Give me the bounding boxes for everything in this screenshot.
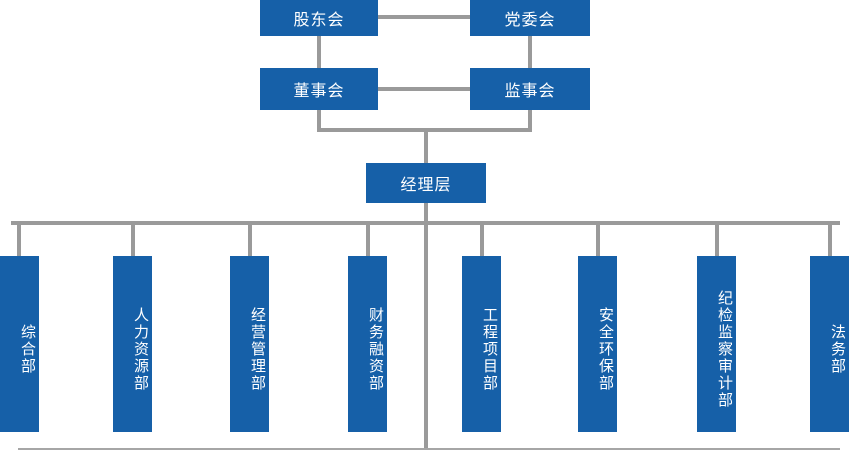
connector-board-drop — [317, 108, 321, 132]
node-party-committee-label: 党委会 — [504, 10, 556, 29]
connector-supervisors-drop — [528, 108, 532, 132]
connector-center-spine — [424, 128, 428, 449]
connector-dept-8 — [828, 221, 832, 257]
connector-dept-7 — [715, 221, 719, 257]
connector-shareholders-party — [378, 15, 470, 19]
dept-box-operations-management[interactable]: 经营管理部 — [230, 256, 269, 432]
connector-dept-4 — [366, 221, 370, 257]
connector-dept-3 — [248, 221, 252, 257]
connector-shareholders-to-board — [317, 34, 321, 70]
node-management[interactable]: 经理层 — [366, 163, 486, 203]
node-shareholders-label: 股东会 — [293, 10, 345, 29]
node-board-of-supervisors-label: 监事会 — [504, 81, 556, 100]
dept-label-general-affairs: 综合部 — [19, 323, 37, 375]
dept-box-discipline-audit[interactable]: 纪检监察审计部 — [697, 256, 736, 432]
dept-label-discipline-audit: 纪检监察审计部 — [716, 289, 734, 409]
dept-label-operations-management: 经营管理部 — [249, 306, 267, 392]
connector-dept-1 — [17, 221, 21, 257]
node-board-of-directors-label: 董事会 — [293, 81, 345, 100]
dept-label-human-resources: 人力资源部 — [132, 306, 150, 392]
connector-dept-6 — [596, 221, 600, 257]
node-management-label: 经理层 — [400, 175, 452, 194]
department-distribution-bar — [11, 221, 840, 225]
node-party-committee[interactable]: 党委会 — [470, 0, 590, 36]
dept-label-legal-affairs: 法务部 — [829, 323, 847, 375]
dept-box-legal-affairs[interactable]: 法务部 — [810, 256, 849, 432]
node-board-of-supervisors[interactable]: 监事会 — [470, 68, 590, 110]
dept-box-human-resources[interactable]: 人力资源部 — [113, 256, 152, 432]
connector-board-supervisors — [378, 87, 470, 91]
dept-label-safety-environment: 安全环保部 — [597, 306, 615, 392]
dept-label-engineering-project: 工程项目部 — [481, 306, 499, 392]
node-board-of-directors[interactable]: 董事会 — [260, 68, 378, 110]
connector-dept-5 — [480, 221, 484, 257]
dept-box-finance-financing[interactable]: 财务融资部 — [348, 256, 387, 432]
dept-label-finance-financing: 财务融资部 — [367, 306, 385, 392]
dept-box-general-affairs[interactable]: 综合部 — [0, 256, 39, 432]
dept-box-safety-environment[interactable]: 安全环保部 — [578, 256, 617, 432]
connector-dept-2 — [131, 221, 135, 257]
dept-box-engineering-project[interactable]: 工程项目部 — [462, 256, 501, 432]
connector-party-to-supervisors — [528, 34, 532, 70]
bottom-baseline — [18, 448, 840, 450]
node-shareholders[interactable]: 股东会 — [260, 0, 378, 36]
